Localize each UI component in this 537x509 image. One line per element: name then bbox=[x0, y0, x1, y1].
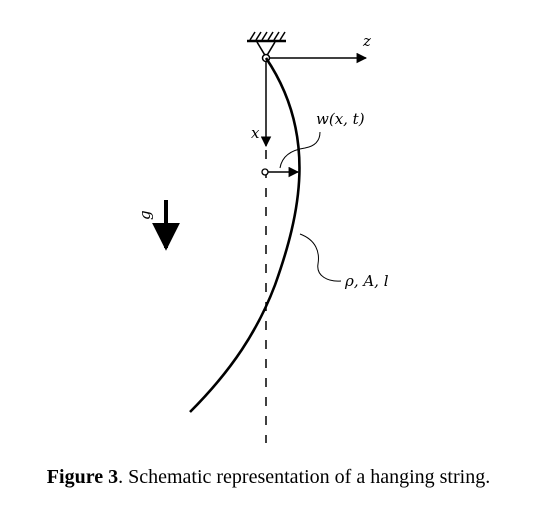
figure-caption: Figure 3. Schematic representation of a … bbox=[0, 466, 537, 489]
displacement-label: w(x, t) bbox=[316, 110, 365, 128]
fixed-support bbox=[247, 31, 286, 63]
hanging-string-curve bbox=[189, 57, 301, 413]
z-axis-label: z bbox=[362, 32, 371, 50]
properties-leader-line bbox=[299, 233, 342, 282]
properties-label: ρ, A, l bbox=[344, 272, 389, 290]
gravity-label: g bbox=[136, 210, 154, 220]
point-marker bbox=[261, 168, 269, 176]
x-axis-label: x bbox=[251, 124, 260, 142]
caption-text: Schematic representation of a hanging st… bbox=[123, 466, 491, 488]
displacement-leader-line bbox=[279, 131, 321, 169]
caption-label: Figure 3 bbox=[46, 466, 119, 488]
caption-separator: . bbox=[118, 466, 124, 488]
